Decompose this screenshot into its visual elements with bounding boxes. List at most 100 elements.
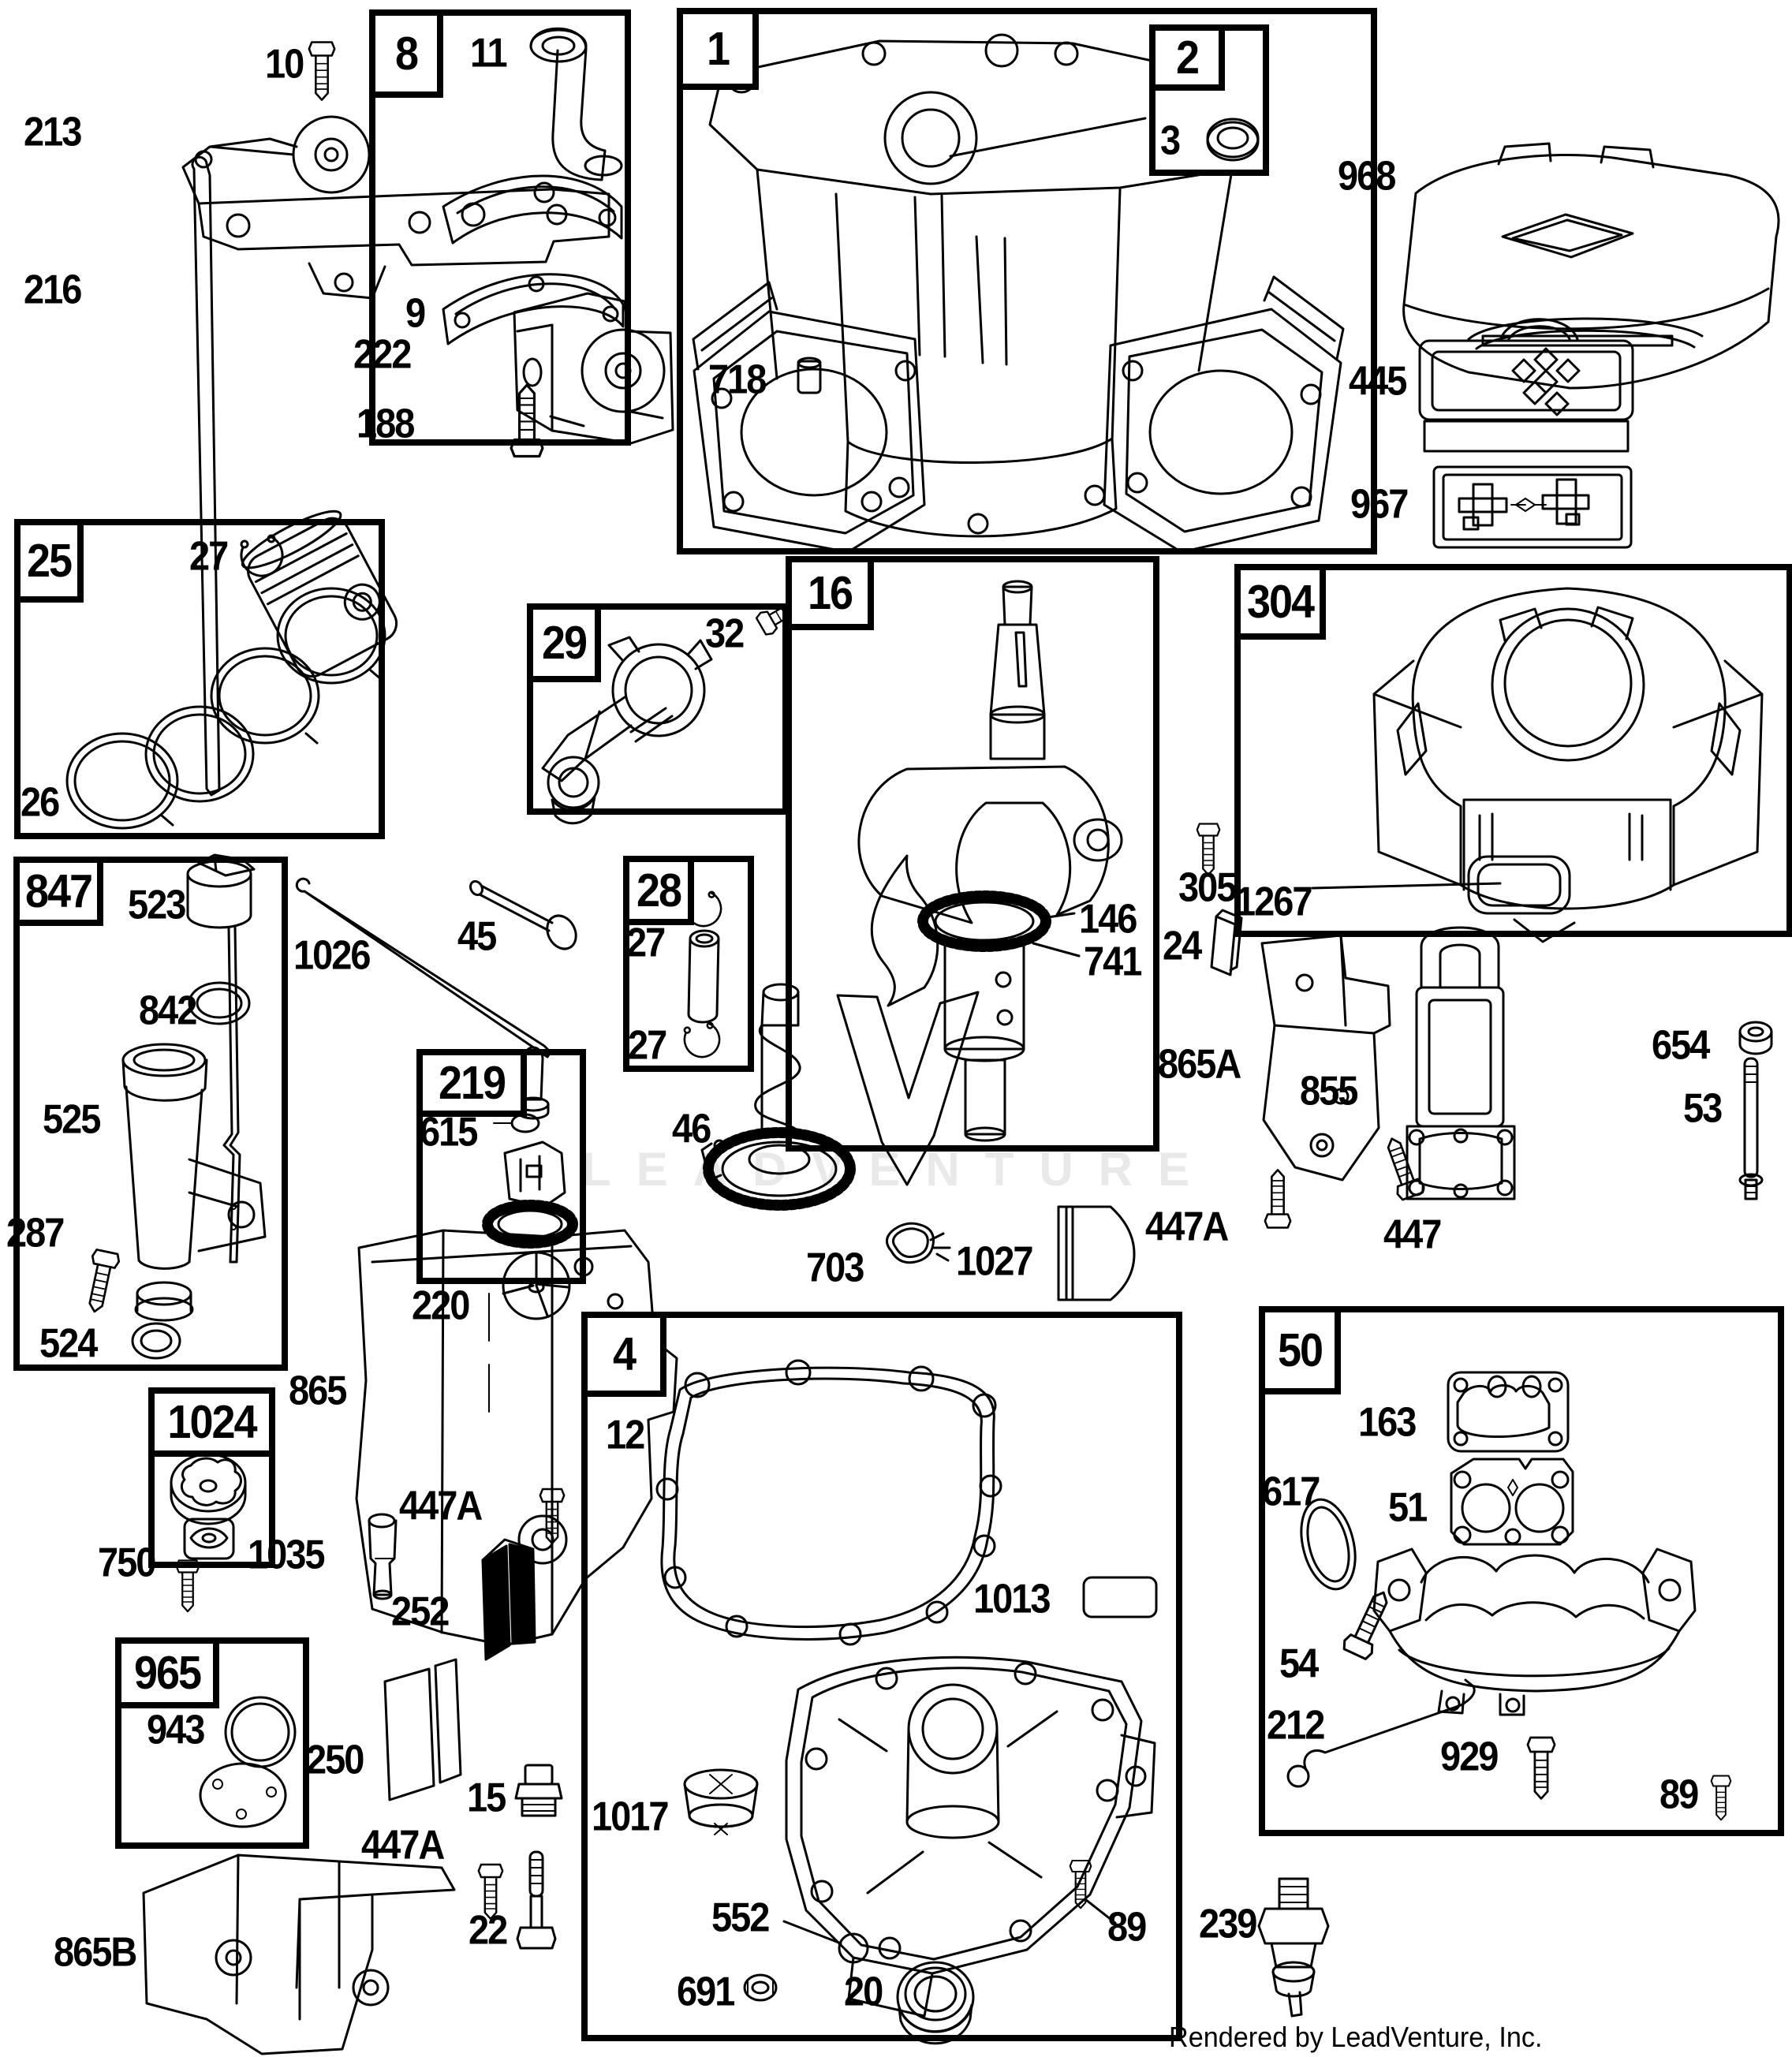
callout-32: 32 bbox=[705, 610, 745, 656]
callout-20: 20 bbox=[844, 1968, 883, 2014]
callout-12: 12 bbox=[606, 1411, 645, 1458]
callout-1027: 1027 bbox=[956, 1238, 1034, 1284]
callout-3: 3 bbox=[1160, 117, 1181, 163]
breather-plate-drawing bbox=[199, 1762, 287, 1828]
group-box-2: 2 3 bbox=[1149, 24, 1269, 176]
callout-216: 216 bbox=[24, 266, 82, 312]
plug-15-drawing bbox=[514, 1764, 563, 1817]
callout-10: 10 bbox=[265, 40, 304, 87]
callout-239: 239 bbox=[1199, 1900, 1257, 1947]
callout-615: 615 bbox=[420, 1108, 478, 1155]
callout-447A-2: 447A bbox=[399, 1482, 483, 1529]
group-box-28: 28 bbox=[623, 856, 754, 1072]
air-cleaner-cover-968-drawing bbox=[1402, 142, 1780, 390]
group-box-8: 8 bbox=[369, 9, 631, 446]
callout-11: 11 bbox=[470, 29, 508, 76]
sump-4-drawing bbox=[785, 1656, 1156, 2018]
callout-24: 24 bbox=[1163, 922, 1202, 969]
baffle-865-drawing bbox=[355, 1229, 678, 1647]
oil-sensor-239-drawing bbox=[1257, 1877, 1330, 2018]
group-box-1024-number: 1024 bbox=[148, 1387, 275, 1457]
callout-865B: 865B bbox=[54, 1928, 137, 1975]
callout-718: 718 bbox=[708, 356, 767, 402]
crankcase-gasket-12-drawing bbox=[655, 1359, 1002, 1646]
push-rod-45-drawing bbox=[469, 879, 577, 950]
watermark-text: LEADVENTURE bbox=[582, 1143, 1215, 1196]
callout-447: 447 bbox=[1383, 1211, 1442, 1257]
callout-51: 51 bbox=[1388, 1484, 1428, 1530]
connecting-rod-29-drawing bbox=[541, 636, 713, 825]
air-filter-445-drawing bbox=[1418, 318, 1634, 453]
callout-89b: 89 bbox=[1659, 1771, 1699, 1817]
group-box-28-number: 28 bbox=[623, 856, 694, 925]
group-box-50-number: 50 bbox=[1259, 1306, 1341, 1394]
callout-865A: 865A bbox=[1158, 1040, 1241, 1087]
callout-617: 617 bbox=[1262, 1468, 1320, 1514]
filter-media-250-drawing bbox=[383, 1658, 462, 1801]
callout-525: 525 bbox=[43, 1096, 101, 1142]
pre-cleaner-967-drawing bbox=[1432, 465, 1633, 549]
group-box-2-number: 2 bbox=[1149, 24, 1225, 91]
callout-552: 552 bbox=[711, 1894, 770, 1940]
callout-654: 654 bbox=[1652, 1021, 1710, 1068]
callout-213: 213 bbox=[24, 108, 82, 155]
cylinder-assembly-drawing bbox=[692, 33, 1345, 554]
group-box-4: 4 bbox=[581, 1312, 1182, 2041]
leader-line-2 bbox=[949, 117, 1147, 158]
callout-929: 929 bbox=[1440, 1733, 1499, 1779]
callout-45: 45 bbox=[457, 913, 497, 959]
callout-524: 524 bbox=[39, 1320, 98, 1366]
baffle-865A-drawing bbox=[1260, 934, 1391, 1182]
callout-968: 968 bbox=[1338, 152, 1396, 199]
callout-15: 15 bbox=[467, 1774, 506, 1820]
callout-163: 163 bbox=[1358, 1398, 1417, 1445]
nut-654-drawing bbox=[1738, 1021, 1773, 1055]
callout-287: 287 bbox=[6, 1209, 65, 1256]
governor-gear-219-drawing bbox=[482, 1140, 578, 1249]
callout-1267: 1267 bbox=[1235, 878, 1313, 924]
o-ring-617-drawing bbox=[1300, 1498, 1357, 1591]
piston-rings-drawing bbox=[144, 587, 386, 803]
screw-447A-1-drawing bbox=[1264, 1169, 1292, 1229]
gasket-51-drawing bbox=[1450, 1458, 1574, 1546]
callout-1013: 1013 bbox=[973, 1575, 1051, 1622]
clip-703-drawing bbox=[886, 1222, 951, 1264]
oil-filter-1027-drawing bbox=[1057, 1205, 1136, 1301]
group-box-965: 965 bbox=[115, 1637, 309, 1849]
bolt-22-drawing bbox=[516, 1850, 557, 1950]
screw-89a-drawing bbox=[1069, 1859, 1117, 1924]
gasket-9-drawing bbox=[442, 273, 625, 345]
callout-447A-3: 447A bbox=[361, 1821, 445, 1868]
bracket-213-drawing bbox=[181, 115, 610, 300]
callout-146: 146 bbox=[1079, 895, 1137, 942]
callout-250: 250 bbox=[306, 1736, 364, 1783]
crankshaft-16-drawing bbox=[857, 580, 1123, 1142]
intake-855-drawing bbox=[1406, 926, 1516, 1200]
screw-750-drawing bbox=[175, 1559, 200, 1613]
callout-703: 703 bbox=[806, 1244, 864, 1290]
group-box-847: 847 bbox=[13, 857, 288, 1371]
oil-fill-tube-525-drawing bbox=[121, 1043, 267, 1322]
callout-741: 741 bbox=[1084, 938, 1142, 984]
nut-691-drawing bbox=[743, 1973, 778, 2002]
group-box-304-number: 304 bbox=[1234, 564, 1326, 640]
group-box-25: 25 bbox=[14, 519, 385, 839]
gasket-163-drawing bbox=[1447, 1371, 1570, 1453]
linkage-212-drawing bbox=[1286, 1678, 1476, 1788]
screen-1013-drawing bbox=[1082, 1576, 1158, 1618]
callout-188: 188 bbox=[357, 400, 415, 446]
washer-3-drawing bbox=[1206, 118, 1260, 162]
screw-10-drawing bbox=[308, 41, 336, 101]
callout-222: 222 bbox=[353, 330, 412, 377]
callout-943: 943 bbox=[147, 1706, 205, 1753]
callout-212: 212 bbox=[1267, 1701, 1325, 1748]
callout-252: 252 bbox=[391, 1588, 450, 1634]
callout-53: 53 bbox=[1683, 1084, 1723, 1131]
callout-865: 865 bbox=[289, 1367, 347, 1413]
group-box-219-number: 219 bbox=[416, 1049, 527, 1117]
callout-54: 54 bbox=[1279, 1640, 1319, 1686]
watermark-logo bbox=[836, 854, 980, 1186]
callout-842: 842 bbox=[139, 987, 197, 1033]
callout-1017: 1017 bbox=[592, 1793, 670, 1839]
